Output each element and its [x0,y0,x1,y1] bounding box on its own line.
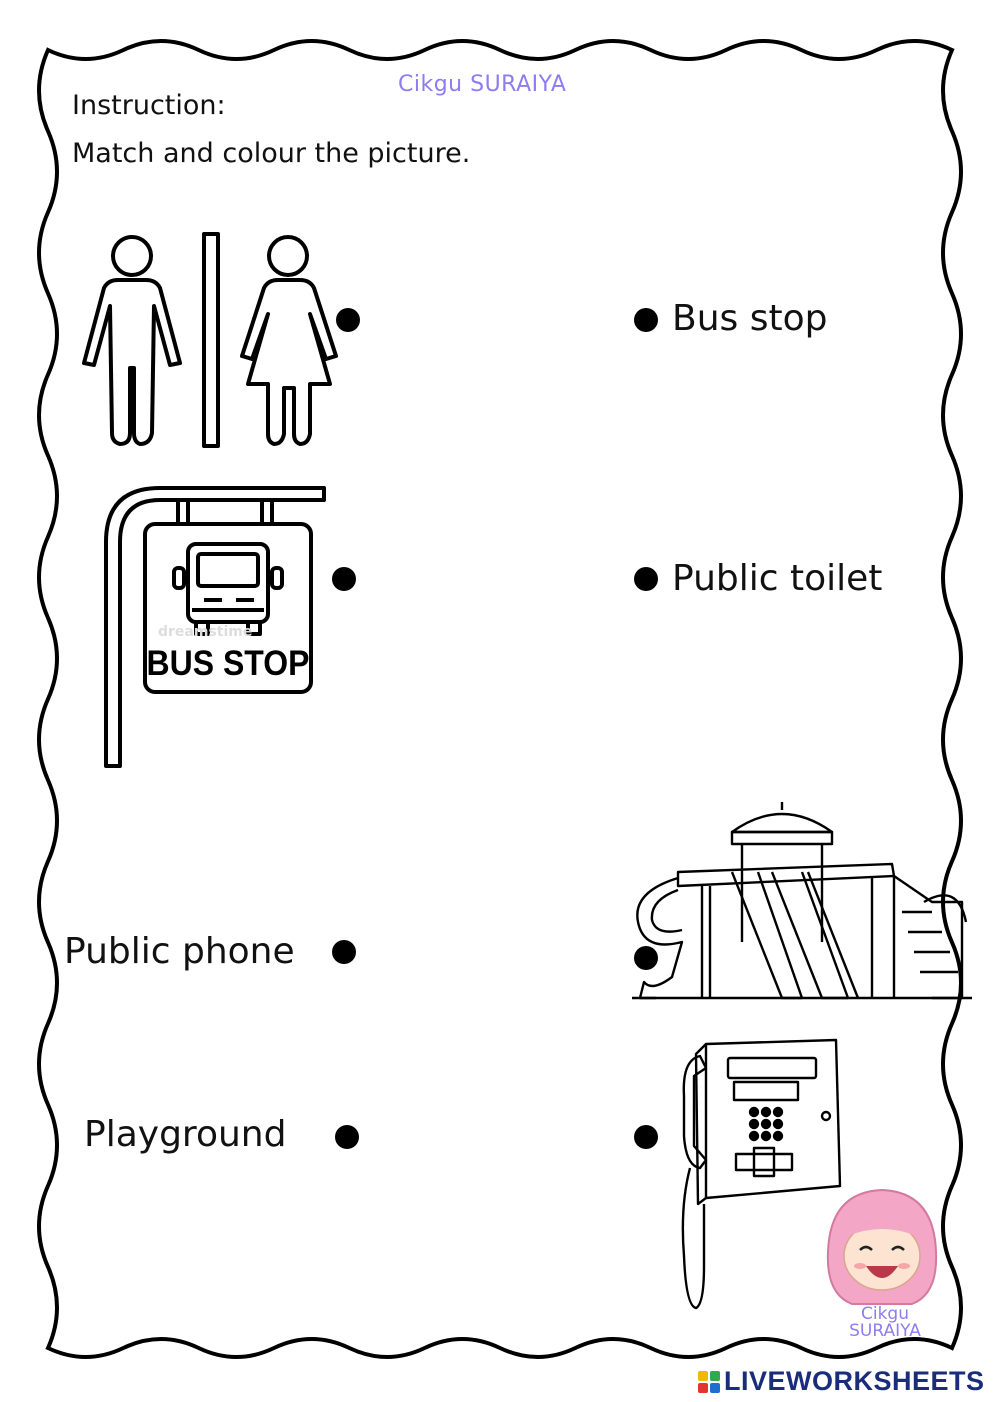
label-public-phone: Public phone [64,931,295,972]
label-public-toilet: Public toilet [672,558,883,599]
liveworksheets-logo[interactable]: LIVEWORKSHEETS [698,1366,985,1397]
match-dot-left-2[interactable] [332,567,356,591]
mascot-caption-line1: Cikgu [860,1304,909,1324]
public-phone-icon [681,1038,842,1310]
instruction-text: Match and colour the picture. [72,138,471,169]
match-dot-right-4[interactable] [634,1125,658,1149]
bus-stop-sign-icon: dreamstime BUS STOP [104,486,326,768]
label-playground: Playground [84,1114,287,1155]
watermark-text: dreamstime [158,624,252,640]
match-dot-left-3[interactable] [332,940,356,964]
bus-stop-sign-text: BUS STOP [147,645,310,684]
instruction-title: Instruction: [72,90,226,121]
liveworksheets-mark-icon [698,1370,720,1393]
liveworksheets-logo-text: LIVEWORKSHEETS [724,1366,985,1396]
playground-icon [632,802,972,1000]
match-dot-right-1[interactable] [634,308,658,332]
match-dot-right-3[interactable] [634,946,658,970]
mascot-avatar [826,1188,938,1305]
match-dot-left-4[interactable] [335,1125,359,1149]
public-toilet-icon [82,232,338,448]
match-dot-left-1[interactable] [336,308,360,332]
label-bus-stop: Bus stop [672,298,828,339]
match-dot-right-2[interactable] [634,567,658,591]
brand-watermark: Cikgu SURAIYA [398,72,567,97]
mascot-caption-line2: SURAIYA [849,1321,921,1341]
mascot-caption: Cikgu SURAIYA [830,1306,940,1340]
